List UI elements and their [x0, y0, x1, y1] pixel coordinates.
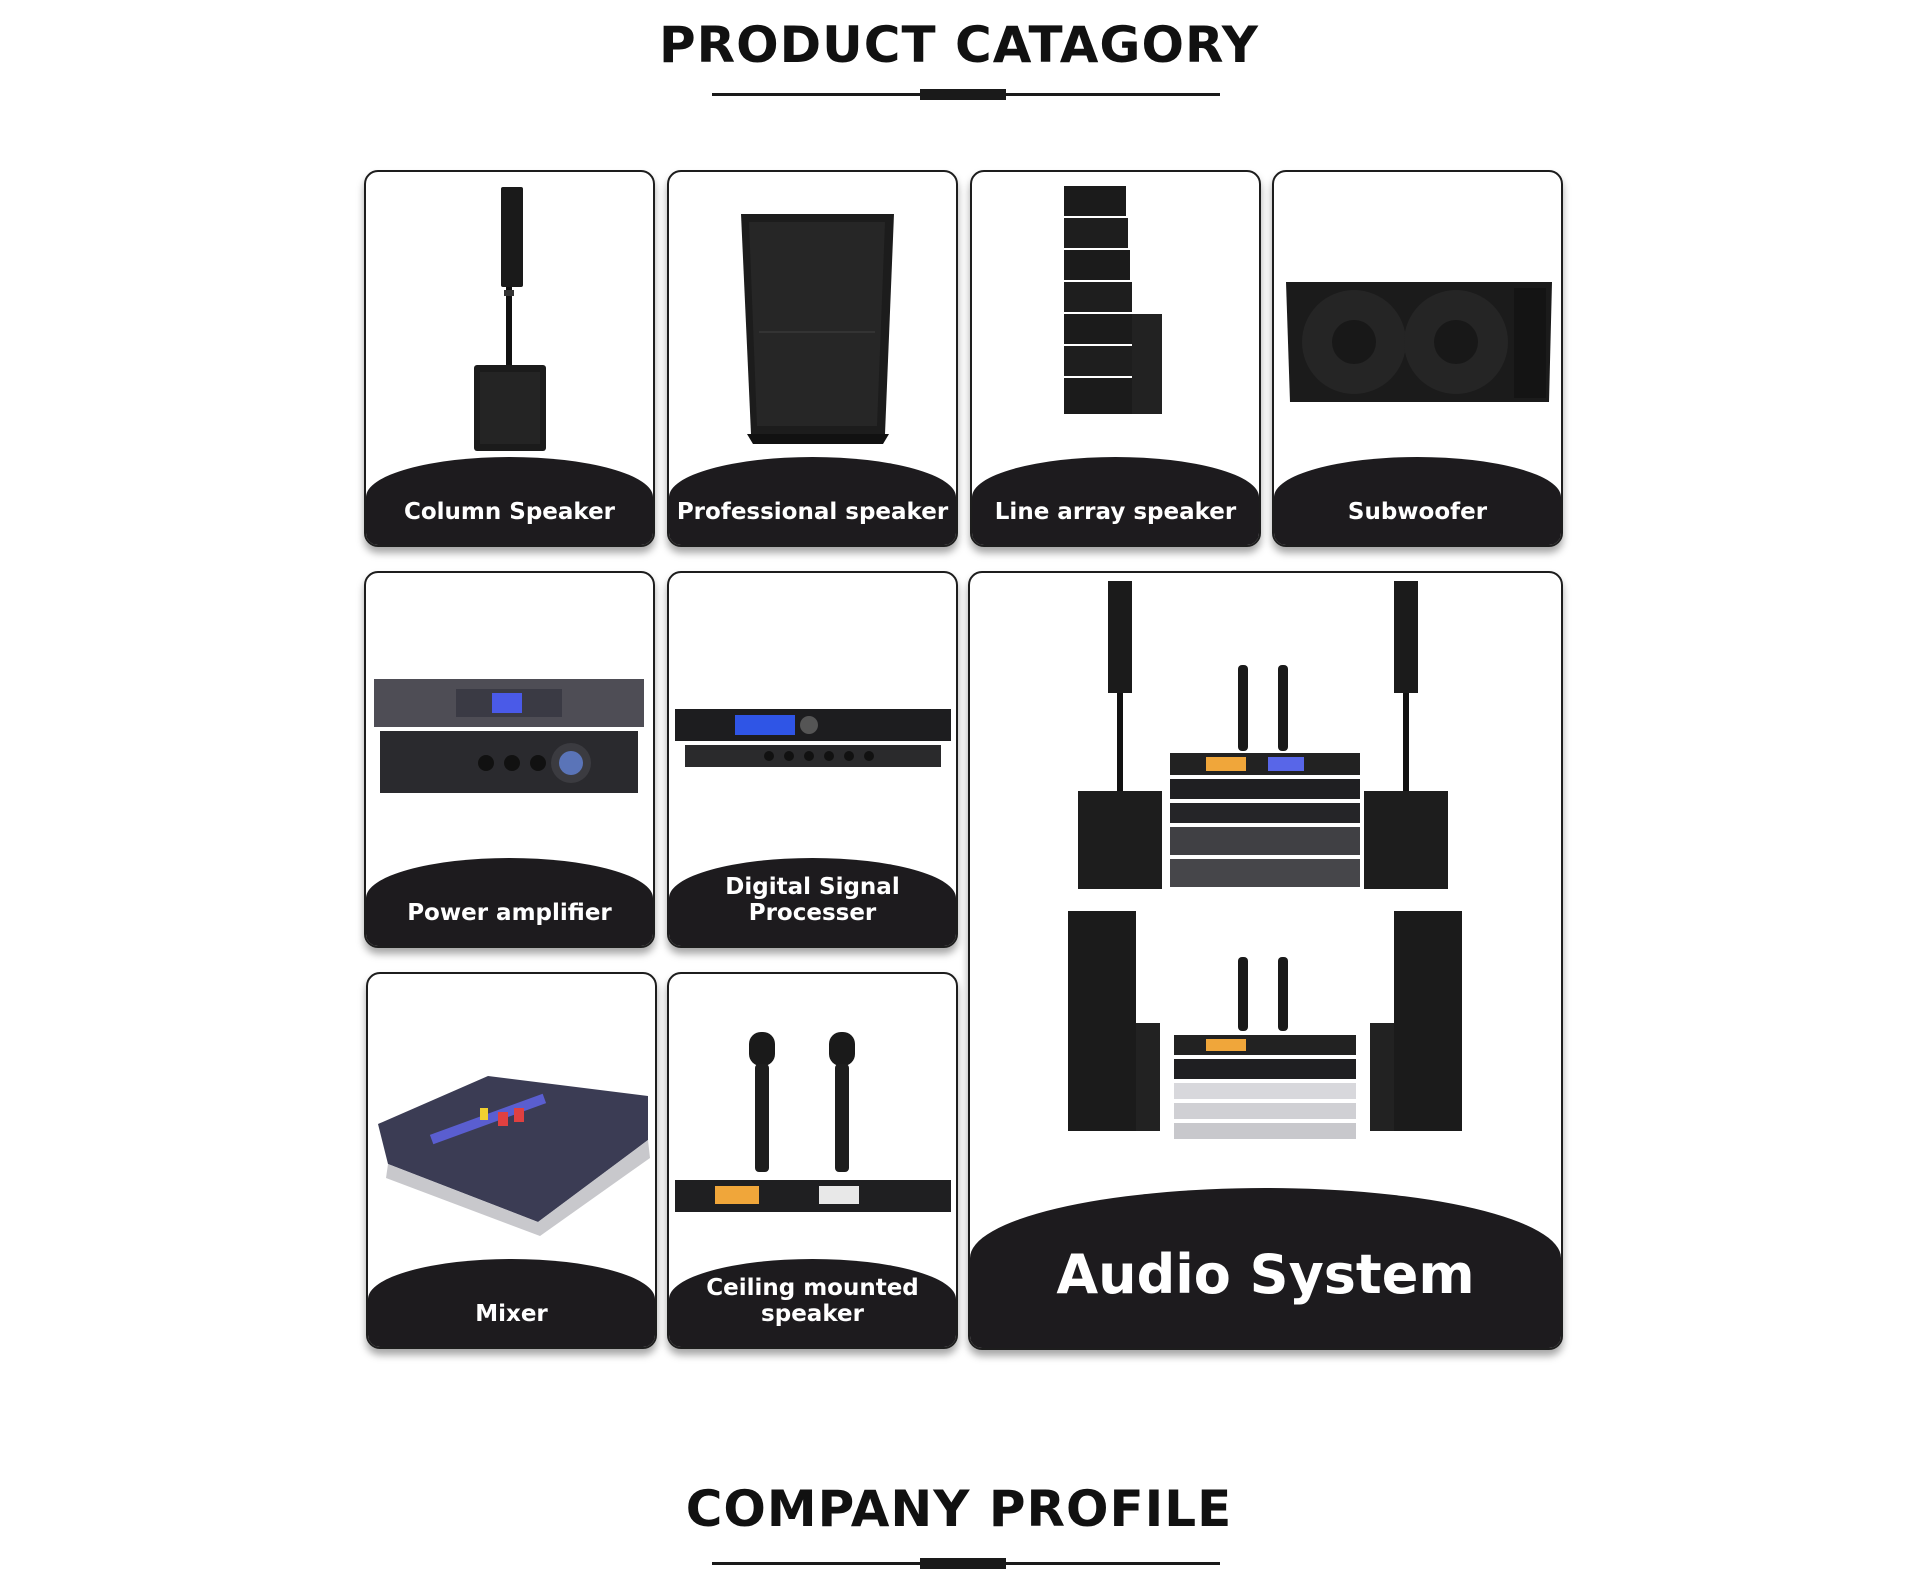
audio-system-image: [1068, 581, 1462, 1139]
professional-speaker-image: [741, 214, 894, 444]
category-label: Subwoofer: [1347, 499, 1488, 525]
category-card-audio-system[interactable]: Audio System: [968, 571, 1563, 1350]
category-label: Column Speaker: [403, 499, 616, 525]
category-label: Professional speaker: [676, 499, 949, 525]
mixer-image: [378, 1076, 650, 1236]
category-label: Power amplifier: [407, 900, 612, 926]
dsp-image: [675, 709, 951, 767]
line-array-speaker-image: [1064, 186, 1162, 414]
category-card-column-speaker[interactable]: Column Speaker: [364, 170, 655, 547]
profile-title-divider: [712, 1558, 1220, 1569]
category-label: Line array speaker: [994, 499, 1237, 525]
product-category-title: PRODUCT CATAGORY: [659, 16, 1259, 74]
product-title-divider: [712, 89, 1220, 100]
column-speaker-image: [474, 187, 546, 451]
subwoofer-image: [1286, 282, 1552, 402]
company-profile-title: COMPANY PROFILE: [685, 1480, 1233, 1538]
ceiling-speaker-image: [675, 1032, 951, 1212]
power-amplifier-image: [374, 679, 644, 793]
category-label: Audio System: [1056, 1243, 1475, 1306]
category-label: Mixer: [475, 1301, 548, 1327]
category-card-digital-signal-processor[interactable]: Digital Signal Processer: [667, 571, 958, 948]
category-label: Ceiling mounted speaker: [706, 1275, 919, 1327]
category-card-subwoofer[interactable]: Subwoofer: [1272, 170, 1563, 547]
category-card-power-amplifier[interactable]: Power amplifier: [364, 571, 655, 948]
category-card-ceiling-mounted-speaker[interactable]: Ceiling mounted speaker: [667, 972, 958, 1349]
category-label: Digital Signal Processer: [725, 874, 900, 926]
category-card-mixer[interactable]: Mixer: [366, 972, 657, 1349]
category-card-professional-speaker[interactable]: Professional speaker: [667, 170, 958, 547]
category-card-line-array-speaker[interactable]: Line array speaker: [970, 170, 1261, 547]
